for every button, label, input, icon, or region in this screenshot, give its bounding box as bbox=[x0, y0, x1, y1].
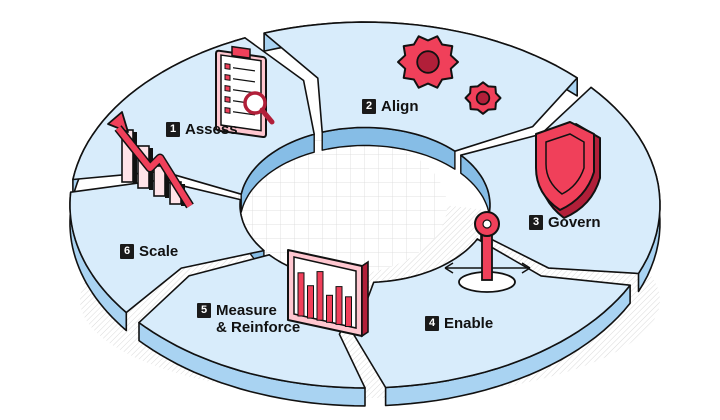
step-label-measure-reinforce: 5 Measure & Reinforce bbox=[197, 302, 300, 336]
segment-enable bbox=[353, 238, 631, 407]
step-number-badge: 1 bbox=[166, 122, 180, 137]
step-label-align: 2 Align bbox=[362, 98, 419, 115]
step-title: Scale bbox=[139, 243, 179, 260]
step-title: Enable bbox=[444, 315, 494, 332]
step-number-badge: 3 bbox=[529, 215, 543, 230]
step-icons bbox=[107, 35, 601, 338]
gears-icon bbox=[397, 35, 502, 115]
bar-chart-monitor-icon bbox=[287, 249, 369, 338]
clipboard-magnifier-icon bbox=[215, 45, 275, 139]
step-label-scale: 6 Scale bbox=[120, 243, 178, 260]
growth-arrow-chart-icon bbox=[107, 111, 194, 209]
step-number-badge: 5 bbox=[197, 303, 211, 318]
segment-scale bbox=[69, 179, 265, 332]
step-number-badge: 2 bbox=[362, 99, 376, 114]
step-number-badge: 6 bbox=[120, 244, 134, 259]
step-label-assess: 1 Assess bbox=[166, 121, 238, 138]
step-title: Align bbox=[381, 98, 419, 115]
step-title: Govern bbox=[548, 214, 601, 231]
key-joystick-icon bbox=[444, 211, 531, 293]
step-title: Assess bbox=[185, 121, 238, 138]
step-label-enable: 4 Enable bbox=[425, 315, 493, 332]
step-title: Measure & Reinforce bbox=[216, 302, 301, 336]
step-label-govern: 3 Govern bbox=[529, 214, 601, 231]
shield-icon bbox=[535, 121, 601, 219]
step-number-badge: 4 bbox=[425, 316, 439, 331]
